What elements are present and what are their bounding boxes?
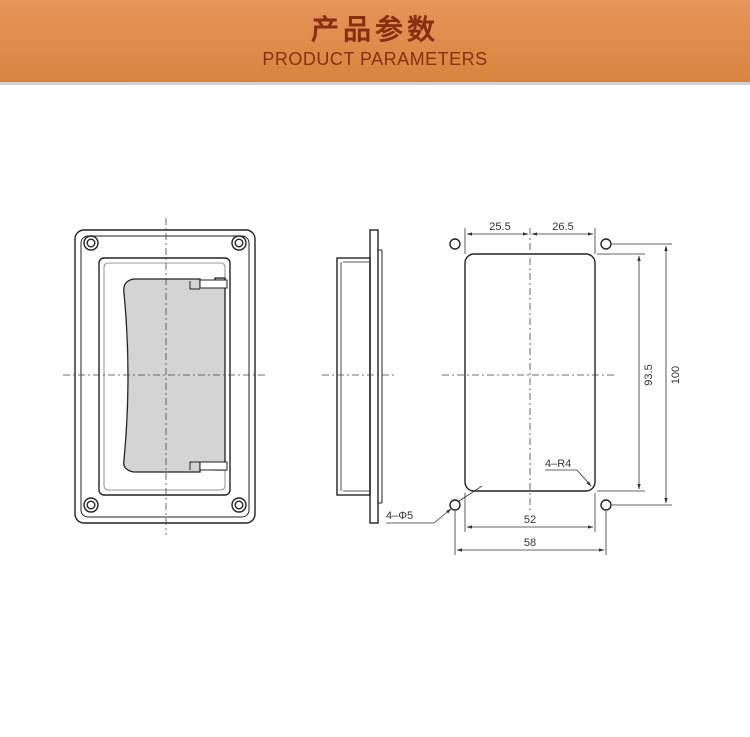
dimensions [386,228,672,555]
dim-height-inner: 93.5 [643,364,655,385]
dim-top-right: 26.5 [552,221,573,233]
header-banner: 产品参数 PRODUCT PARAMETERS [0,0,750,85]
front-inner-frame [80,235,250,518]
page-title: 产品参数 [310,13,439,46]
side-flange [369,229,379,524]
cutout-hole [600,238,612,250]
mounting-holes [83,235,247,513]
front-view [63,218,268,535]
cutout-hole [449,499,461,511]
side-view [322,229,395,524]
dim-width-inner: 52 [524,514,536,526]
dim-top-left: 25.5 [489,221,510,233]
label-hole-diameter: 4–Φ5 [386,510,413,522]
front-recess [98,257,231,496]
cutout-view [442,228,617,511]
dim-width-outer: 58 [524,537,536,549]
dim-height-outer: 100 [670,366,682,384]
cutout-hole [449,238,461,250]
side-body [336,257,371,496]
label-corner-radius: 4–R4 [545,458,571,470]
cutout-hole [600,499,612,511]
front-outer-frame [74,229,256,524]
page-subtitle: PRODUCT PARAMETERS [262,49,488,69]
